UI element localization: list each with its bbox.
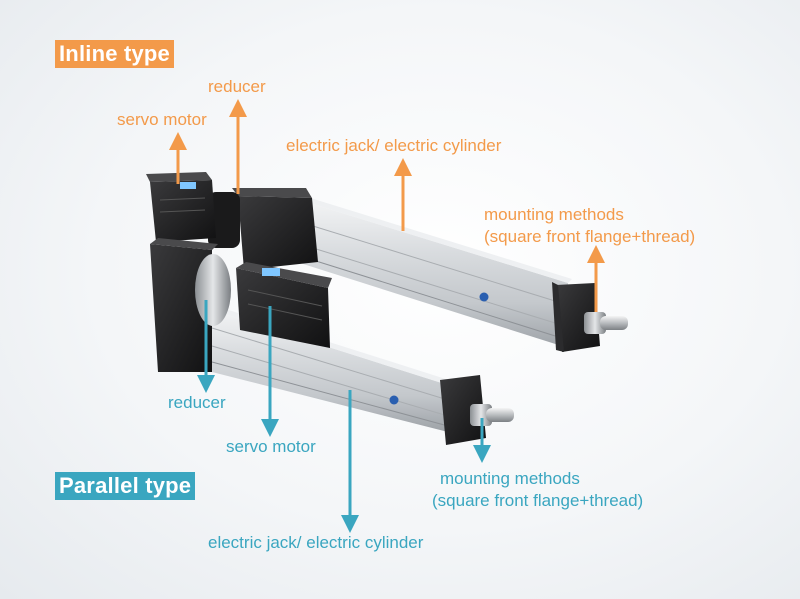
parallel-servo-motor-label: servo motor bbox=[226, 437, 316, 456]
parallel-actuator bbox=[150, 238, 514, 445]
logo-icon bbox=[479, 292, 489, 302]
parallel-end-flange bbox=[440, 375, 486, 445]
inline-mounting-label: mounting methods bbox=[484, 205, 624, 224]
parallel-cylinder-label: electric jack/ electric cylinder bbox=[208, 533, 424, 552]
parallel-reducer-label: reducer bbox=[168, 393, 226, 412]
parallel-mounting-detail-label: (square front flange+thread) bbox=[432, 491, 644, 510]
inline-coupling bbox=[208, 192, 240, 248]
inline-cylinder-body bbox=[299, 196, 572, 348]
logo-icon-2 bbox=[389, 395, 399, 405]
parallel-mounting-label: mounting methods bbox=[440, 469, 580, 488]
parallel-type-badge: Parallel type bbox=[55, 472, 196, 500]
parallel-servo-motor bbox=[236, 262, 332, 348]
inline-reducer-label: reducer bbox=[208, 77, 266, 96]
inline-end-flange bbox=[556, 283, 600, 352]
parallel-arrows bbox=[197, 300, 491, 533]
inline-type-badge: Inline type bbox=[55, 40, 174, 68]
inline-servo-motor-label: servo motor bbox=[117, 110, 207, 129]
parallel-rod bbox=[470, 404, 514, 426]
inline-mounting-detail-label: (square front flange+thread) bbox=[484, 227, 696, 246]
inline-servo-motor bbox=[146, 172, 216, 242]
inline-actuator bbox=[146, 172, 628, 352]
inline-reducer bbox=[238, 196, 318, 270]
inline-arrows bbox=[169, 99, 605, 312]
inline-cylinder-label: electric jack/ electric cylinder bbox=[286, 136, 502, 155]
inline-rod bbox=[584, 312, 628, 334]
parallel-reducer bbox=[195, 254, 231, 326]
